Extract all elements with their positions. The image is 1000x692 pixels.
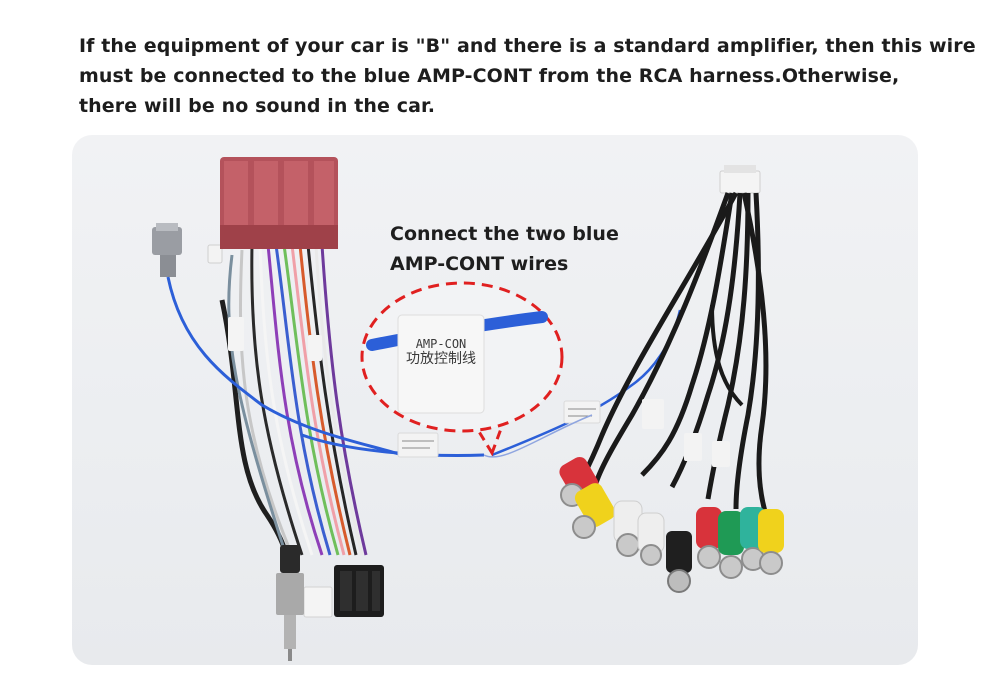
rca-harness <box>559 165 784 593</box>
callout-line-1: Connect the two blue <box>390 223 619 245</box>
rca-white-plug-2 <box>637 512 665 566</box>
antenna-plug <box>276 545 304 661</box>
intro-line-3: there will be no sound in the car. <box>79 95 436 117</box>
rca-yellow-plug-left <box>572 483 616 539</box>
rca-green-plug <box>718 511 744 579</box>
zoom-callout <box>360 281 564 457</box>
amp-cont-wires <box>301 309 682 458</box>
grey-plug <box>152 223 182 277</box>
amp-con-tag-line-2: 功放控制线 <box>406 351 476 367</box>
intro-line-1: If the equipment of your car is "B" and … <box>79 35 976 57</box>
intro-line-2: must be connected to the blue AMP-CONT f… <box>79 65 900 87</box>
red-connector <box>220 157 338 249</box>
black-connector <box>303 565 384 618</box>
intro-text: If the equipment of your car is "B" and … <box>79 31 976 121</box>
amp-con-tag-label: AMP-CON 功放控制线 <box>398 337 484 368</box>
callout-line-2: AMP-CONT wires <box>390 253 569 275</box>
rca-black-plug <box>666 531 692 593</box>
rca-yellow-plug-right <box>758 509 784 575</box>
harness-illustration <box>152 157 784 661</box>
rca-red-plug-right <box>696 507 722 569</box>
left-harness <box>152 157 403 661</box>
callout-text: Connect the two blue AMP-CONT wires <box>390 219 619 279</box>
harness-photo: Connect the two blue AMP-CONT wires AMP-… <box>72 135 918 665</box>
amp-con-tag-line-1: AMP-CON <box>415 337 467 351</box>
